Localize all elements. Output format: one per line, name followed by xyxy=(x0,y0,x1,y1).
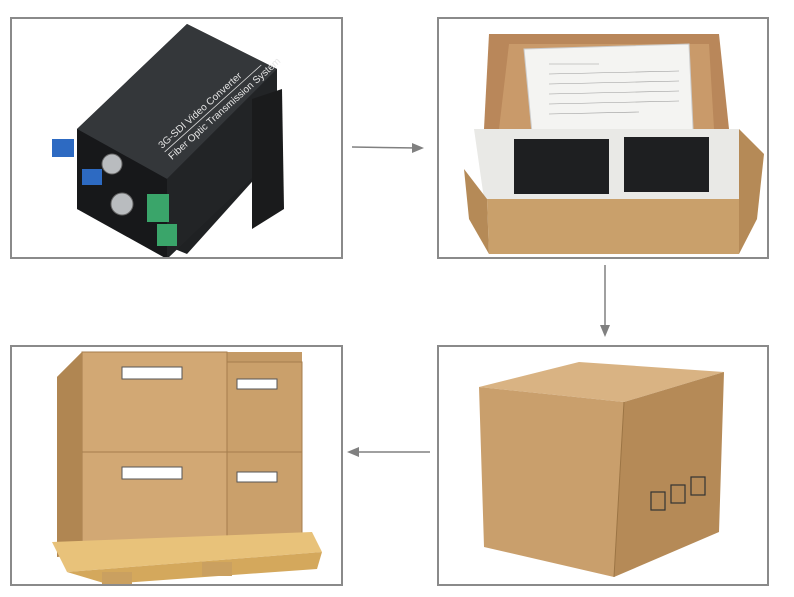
step-shipping-carton-panel xyxy=(437,345,769,586)
pallet-image xyxy=(52,351,322,584)
step-converter-panel: 3G-SDI Video Converter Fiber Optic Trans… xyxy=(10,17,343,259)
converter-image: 3G-SDI Video Converter Fiber Optic Trans… xyxy=(52,24,284,257)
arrow-right xyxy=(351,146,419,149)
shipping-carton-image xyxy=(479,362,724,578)
gift-box-image xyxy=(464,34,764,254)
step-gift-box-panel xyxy=(437,17,769,259)
step-pallet-panel xyxy=(10,345,343,586)
